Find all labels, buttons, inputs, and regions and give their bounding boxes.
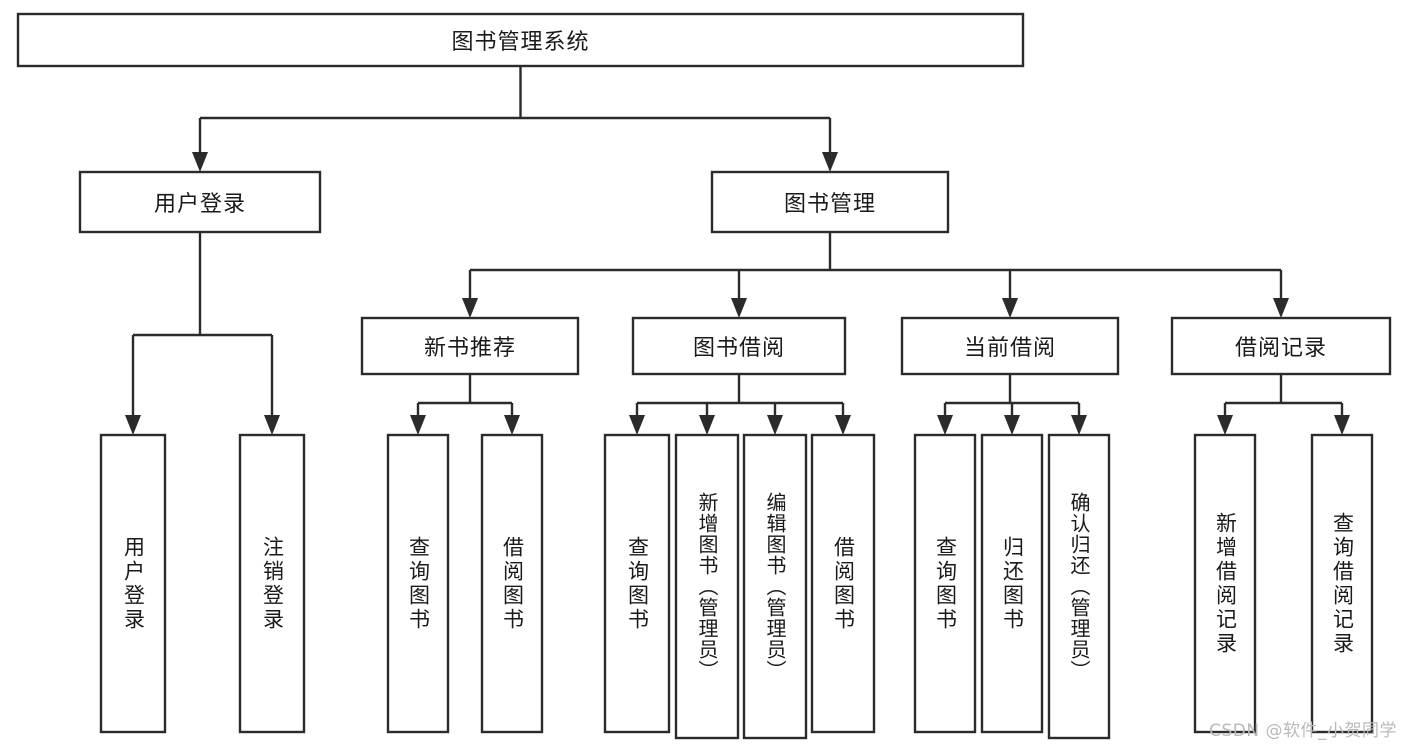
node-box-leaf-edit-book[interactable] (742, 433, 808, 740)
arrow-head-leaf-borrow-book-2 (835, 415, 851, 435)
connector-layer (125, 66, 1350, 435)
node-box-leaf-borrow-book-2[interactable] (810, 433, 876, 734)
node-box-current-borrow[interactable] (900, 316, 1120, 376)
node-box-leaf-add-record[interactable] (1193, 433, 1257, 734)
arrow-head-current-borrow (1002, 298, 1018, 318)
arrow-head-leaf-edit-book (767, 415, 783, 435)
node-box-borrow-record[interactable] (1170, 316, 1392, 376)
arrow-head-leaf-query-book-2 (629, 415, 645, 435)
arrow-head-borrow-record (1273, 298, 1289, 318)
arrow-head-leaf-query-record (1334, 415, 1350, 435)
arrow-head-leaf-borrow-book-1 (504, 415, 520, 435)
node-box-new-book-rec[interactable] (360, 316, 580, 376)
node-box-leaf-confirm-return[interactable] (1047, 433, 1111, 740)
arrow-head-leaf-add-record (1217, 415, 1233, 435)
node-box-leaf-return-book[interactable] (980, 433, 1044, 734)
node-box-leaf-query-book-2[interactable] (603, 433, 671, 734)
node-box-layer (16, 12, 1392, 740)
node-box-leaf-borrow-book-1[interactable] (480, 433, 544, 734)
arrow-head-user-login (192, 152, 208, 172)
arrow-head-leaf-user-login (125, 415, 141, 435)
arrow-head-leaf-return-book (1004, 415, 1020, 435)
arrow-head-book-manage (822, 152, 838, 172)
arrow-head-book-borrow (731, 298, 747, 318)
arrow-head-new-book-rec (462, 298, 478, 318)
node-box-leaf-query-book-3[interactable] (913, 433, 977, 734)
arrow-head-leaf-confirm-return (1071, 415, 1087, 435)
node-box-book-borrow[interactable] (631, 316, 847, 376)
node-box-leaf-query-record[interactable] (1310, 433, 1374, 734)
node-box-book-manage[interactable] (710, 170, 950, 234)
node-box-leaf-query-book-1[interactable] (386, 433, 450, 734)
arrow-head-leaf-query-book-3 (937, 415, 953, 435)
node-box-user-login[interactable] (78, 170, 322, 234)
node-box-leaf-add-book[interactable] (674, 433, 740, 740)
arrow-head-leaf-query-book-1 (410, 415, 426, 435)
arrow-head-leaf-logout (264, 415, 280, 435)
node-box-leaf-user-login[interactable] (99, 433, 167, 734)
node-box-root[interactable] (16, 12, 1025, 68)
node-box-leaf-logout[interactable] (238, 433, 306, 734)
arrow-head-leaf-add-book (699, 415, 715, 435)
